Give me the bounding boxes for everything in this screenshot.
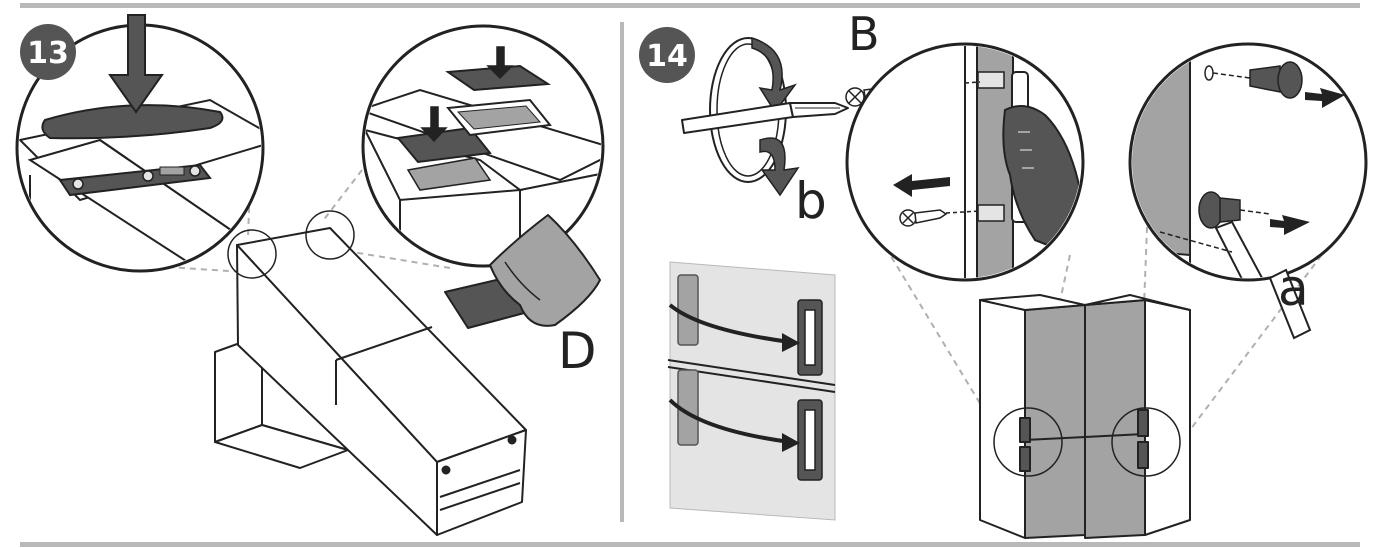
cover-plate (396, 126, 492, 164)
callout-marker-right (305, 210, 355, 260)
bottom-rule (20, 542, 1360, 547)
label-a: a (1278, 259, 1309, 317)
zoom-circle-pins (1128, 42, 1368, 282)
top-rule (20, 3, 1360, 8)
step-13-number: 13 (27, 36, 69, 71)
step-14-badge: 14 (639, 27, 695, 83)
zoom-circle-top-cover (361, 24, 605, 268)
step-14-panel: 14 b B (639, 7, 1368, 539)
zoom-circle-hinge-cover (15, 14, 265, 273)
step13-lead-lines (134, 129, 451, 273)
step-14-number: 14 (646, 39, 688, 74)
zoom-circle-handle (845, 42, 1085, 282)
label-d: D (558, 322, 597, 380)
step-13-panel: 13 (15, 14, 605, 536)
screwdriver-icon (681, 102, 849, 134)
refrigerator-lying (236, 227, 527, 536)
down-arrow-icon (420, 46, 514, 143)
accessory-bag (444, 214, 601, 329)
panel-divider (620, 22, 624, 522)
callout-marker-left (227, 229, 277, 279)
right-arrow-icon (1270, 88, 1345, 235)
step-13-badge: 13 (20, 24, 76, 80)
left-arrow-icon (893, 174, 950, 197)
label-b-upper: B (848, 7, 880, 61)
door-handle-swap-illustration (667, 261, 836, 521)
down-arrow-icon (108, 14, 164, 114)
curved-arrow-icon (668, 303, 791, 444)
label-b-lower: b (795, 172, 827, 230)
flat-screwdriver (1268, 268, 1312, 340)
fridge-pair (979, 294, 1191, 539)
